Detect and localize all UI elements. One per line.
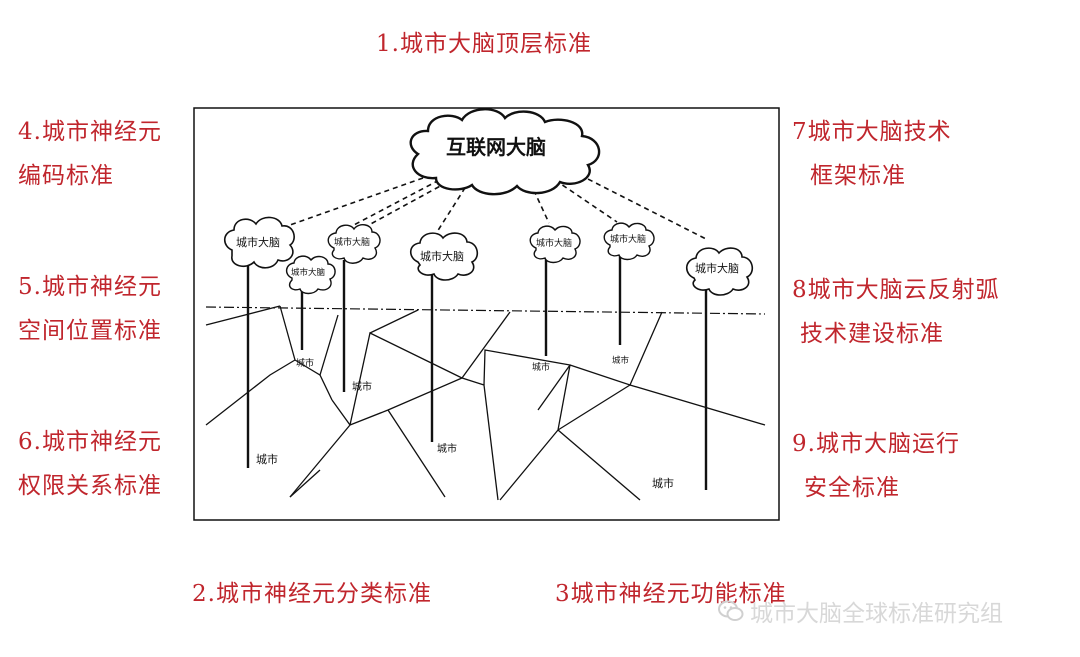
city-brain-cloud-3: 城市大脑	[327, 224, 381, 264]
standard-3-text: 3城市神经元功能标准	[555, 581, 787, 607]
dash-dot-line	[205, 306, 766, 315]
city-brain-label-5: 城市大脑	[536, 237, 572, 249]
city-label-4: 城市	[437, 442, 457, 455]
standard-4-line-2: 编码标准	[18, 163, 114, 189]
city-brain-label-7: 城市大脑	[695, 261, 739, 275]
standard-5: 5.城市神经元 空间位置标准	[18, 265, 162, 353]
standard-7-line-2: 框架标准	[810, 163, 906, 189]
city-brain-cloud-4: 城市大脑	[409, 232, 479, 281]
city-label-5: 城市	[532, 361, 550, 373]
city-brain-label-6: 城市大脑	[610, 233, 646, 245]
city-brain-cloud-1: 城市大脑	[223, 216, 295, 269]
standard-1-text: 1.城市大脑顶层标准	[376, 31, 592, 57]
city-brain-label-3: 城市大脑	[334, 236, 370, 248]
standard-8: 8城市大脑云反射弧 技术建设标准	[792, 268, 1000, 356]
city-brain-label-4: 城市大脑	[420, 249, 464, 263]
standard-1: 1.城市大脑顶层标准	[376, 22, 592, 66]
internet-brain-label: 互联网大脑	[446, 135, 546, 159]
standard-9: 9.城市大脑运行 安全标准	[792, 422, 960, 510]
standard-8-line-2: 技术建设标准	[800, 321, 944, 347]
city-label-7: 城市	[652, 476, 674, 490]
standard-8-line-1: 8城市大脑云反射弧	[792, 277, 1000, 303]
standard-9-line-1: 9.城市大脑运行	[792, 431, 960, 457]
standard-6-line-2: 权限关系标准	[18, 473, 162, 499]
standard-5-line-1: 5.城市神经元	[18, 274, 162, 300]
city-brain-label-2: 城市大脑	[291, 267, 326, 278]
standard-4: 4.城市神经元 编码标准	[18, 110, 162, 198]
standard-2: 2.城市神经元分类标准	[192, 572, 432, 616]
standard-6-line-1: 6.城市神经元	[18, 429, 162, 455]
city-brain-cloud-2: 城市大脑	[285, 255, 336, 295]
standard-7: 7城市大脑技术 框架标准	[792, 110, 952, 198]
standard-9-line-2: 安全标准	[804, 475, 900, 501]
city-label-2: 城市	[296, 357, 314, 369]
city-brain-cloud-7: 城市大脑	[685, 247, 754, 296]
city-brain-cloud-6: 城市大脑	[603, 222, 655, 261]
standard-3: 3城市神经元功能标准	[555, 572, 787, 616]
watermark-text: 城市大脑全球标准研究组	[750, 601, 1003, 627]
neuron-poles	[246, 255, 708, 490]
standard-4-line-1: 4.城市神经元	[18, 119, 162, 145]
standard-5-line-2: 空间位置标准	[18, 318, 162, 344]
city-brain-label-1: 城市大脑	[236, 235, 280, 249]
city-label-6: 城市	[612, 355, 630, 366]
territory-network	[205, 305, 766, 501]
standard-2-text: 2.城市神经元分类标准	[192, 581, 432, 607]
city-label-3: 城市	[352, 380, 372, 393]
standard-7-line-1: 7城市大脑技术	[792, 119, 952, 145]
city-label-1: 城市	[256, 452, 278, 466]
watermark: 城市大脑全球标准研究组	[718, 594, 1003, 628]
city-brain-cloud-5: 城市大脑	[529, 225, 581, 264]
standard-6: 6.城市神经元 权限关系标准	[18, 420, 162, 508]
wechat-icon	[718, 600, 744, 621]
internet-brain-cloud: 互联网大脑	[409, 108, 601, 196]
